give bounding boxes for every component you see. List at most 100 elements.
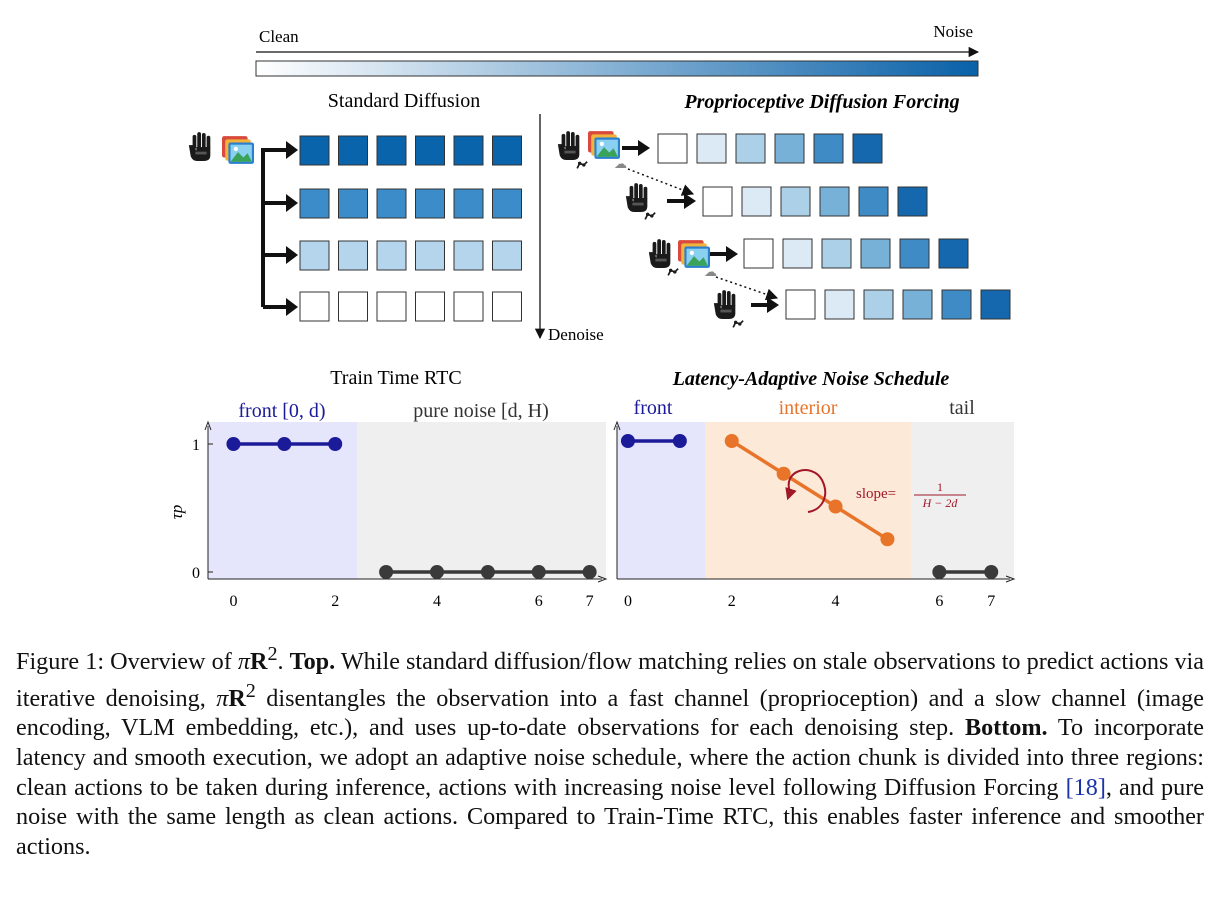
data-point (620, 434, 635, 448)
noise-block (376, 188, 407, 219)
data-point (480, 565, 495, 579)
data-point (582, 565, 597, 579)
pdf-dotted-links (627, 168, 779, 301)
las-y-axis-arrow (613, 420, 621, 431)
noise-block (657, 133, 688, 164)
hand-icon (557, 131, 580, 160)
pdf-row-3-icons: ☁ (648, 239, 717, 279)
noise-block (858, 186, 889, 217)
noise-block (299, 291, 330, 322)
las-interior-region-label: interior (779, 397, 838, 419)
noise-block (453, 291, 484, 322)
noise-block (702, 186, 733, 217)
pdf-row-arrows (622, 140, 779, 313)
citation-link[interactable]: [18] (1065, 773, 1106, 801)
noise-block (819, 186, 850, 217)
series-line-interior (730, 439, 889, 541)
hand-icon (625, 183, 648, 212)
noise-block (941, 289, 972, 320)
las-front-region-label: front (634, 397, 673, 419)
x-tick-label: 2 (728, 593, 736, 610)
noise-block (492, 240, 522, 271)
data-point (828, 499, 843, 514)
y-tick-label: 1 (192, 437, 200, 454)
caption-top-bold: Top. (289, 648, 336, 676)
data-point (226, 437, 241, 451)
noise-block (338, 135, 368, 166)
caption-top-text-1: While standard diffusion/flow matching r… (16, 648, 1204, 712)
noise-block (813, 133, 844, 164)
caption-after-math: . (277, 648, 290, 676)
data-point (328, 437, 343, 451)
hand-icon (713, 290, 736, 319)
caption-bottom-text-1: To incorporate latency and smooth execut… (16, 714, 1204, 801)
slope-curl-arrow (788, 469, 827, 513)
x-tick-label: 7 (586, 593, 594, 610)
thought-icon: ☁ (614, 156, 627, 171)
noise-block (897, 186, 928, 217)
noise-block (376, 135, 407, 166)
x-tick-label: 0 (229, 593, 237, 610)
pdf-row-2-icons (625, 183, 657, 221)
proprio-diffusion-forcing-title: Proprioceptive Diffusion Forcing (683, 91, 959, 113)
x-tick-label: 2 (331, 593, 339, 610)
gradient-noise-label: Noise (933, 22, 973, 41)
figure-1: Clean Noise Standard Diffusion Denoise P… (167, 22, 1016, 610)
slope-prefix: slope= (856, 486, 896, 502)
caption-bottom-bold: Bottom. (964, 714, 1048, 742)
pdf-row-4-icons (713, 290, 745, 329)
robot-arm-icon (644, 211, 657, 221)
las-tail-region (911, 422, 1014, 579)
standard-diffusion-title: Standard Diffusion (328, 90, 480, 112)
caption-bottom-text-2: , and pure noise with the same length as… (16, 773, 1204, 860)
image-observation-icon (222, 136, 254, 164)
noise-block (774, 133, 805, 164)
data-point (672, 434, 687, 448)
standard-diffusion-blocks (299, 135, 522, 322)
y-axis-label: τp (167, 505, 186, 520)
x-tick-label: 0 (624, 593, 632, 610)
slope-numerator: 1 (937, 480, 943, 494)
las-x-axis-arrow (1005, 575, 1016, 583)
robot-arm-icon (667, 267, 680, 277)
standard-diffusion-bracket (261, 148, 290, 309)
noise-block (780, 186, 811, 217)
data-point (277, 437, 292, 451)
caption-figure-label: Figure 1: Overview of (16, 648, 238, 676)
denoise-label: Denoise (548, 325, 604, 344)
las-interior-region (705, 422, 911, 579)
noise-block (785, 289, 816, 320)
caption-top-text-2: disentangles the observation into a fast… (16, 684, 1204, 742)
rtc-x-axis-arrow (597, 575, 608, 583)
slope-denominator: H − 2d (922, 496, 959, 510)
noise-block (299, 188, 330, 219)
rtc-y-axis-arrow (204, 420, 212, 431)
noise-block (453, 188, 484, 219)
image-observation-icon (588, 131, 620, 159)
noise-block (338, 291, 368, 322)
data-point (724, 434, 739, 448)
noise-block (338, 188, 368, 219)
figure-caption: Figure 1: Overview of πR2. Top. While st… (16, 640, 1204, 861)
pi-r2-math: πR2 (237, 643, 278, 676)
thought-icon: ☁ (704, 264, 717, 279)
x-tick-label: 6 (935, 593, 943, 610)
pi-r2-math: πR2 (216, 679, 256, 712)
noise-block (696, 133, 727, 164)
noise-block (735, 133, 766, 164)
data-point (429, 565, 444, 579)
pdf-row-1-icons: ☁ (557, 131, 627, 171)
noise-block (299, 240, 330, 271)
noise-block (492, 291, 522, 322)
noise-block (782, 238, 813, 269)
las-front-region (617, 422, 705, 579)
hand-icon (648, 239, 671, 268)
noise-block (741, 186, 772, 217)
rtc-front-region-label: front [0, d) (238, 400, 325, 422)
noise-block (863, 289, 894, 320)
noise-block (743, 238, 774, 269)
noise-block (852, 133, 883, 164)
noise-block (938, 238, 969, 269)
gradient-clean-label: Clean (259, 27, 299, 46)
